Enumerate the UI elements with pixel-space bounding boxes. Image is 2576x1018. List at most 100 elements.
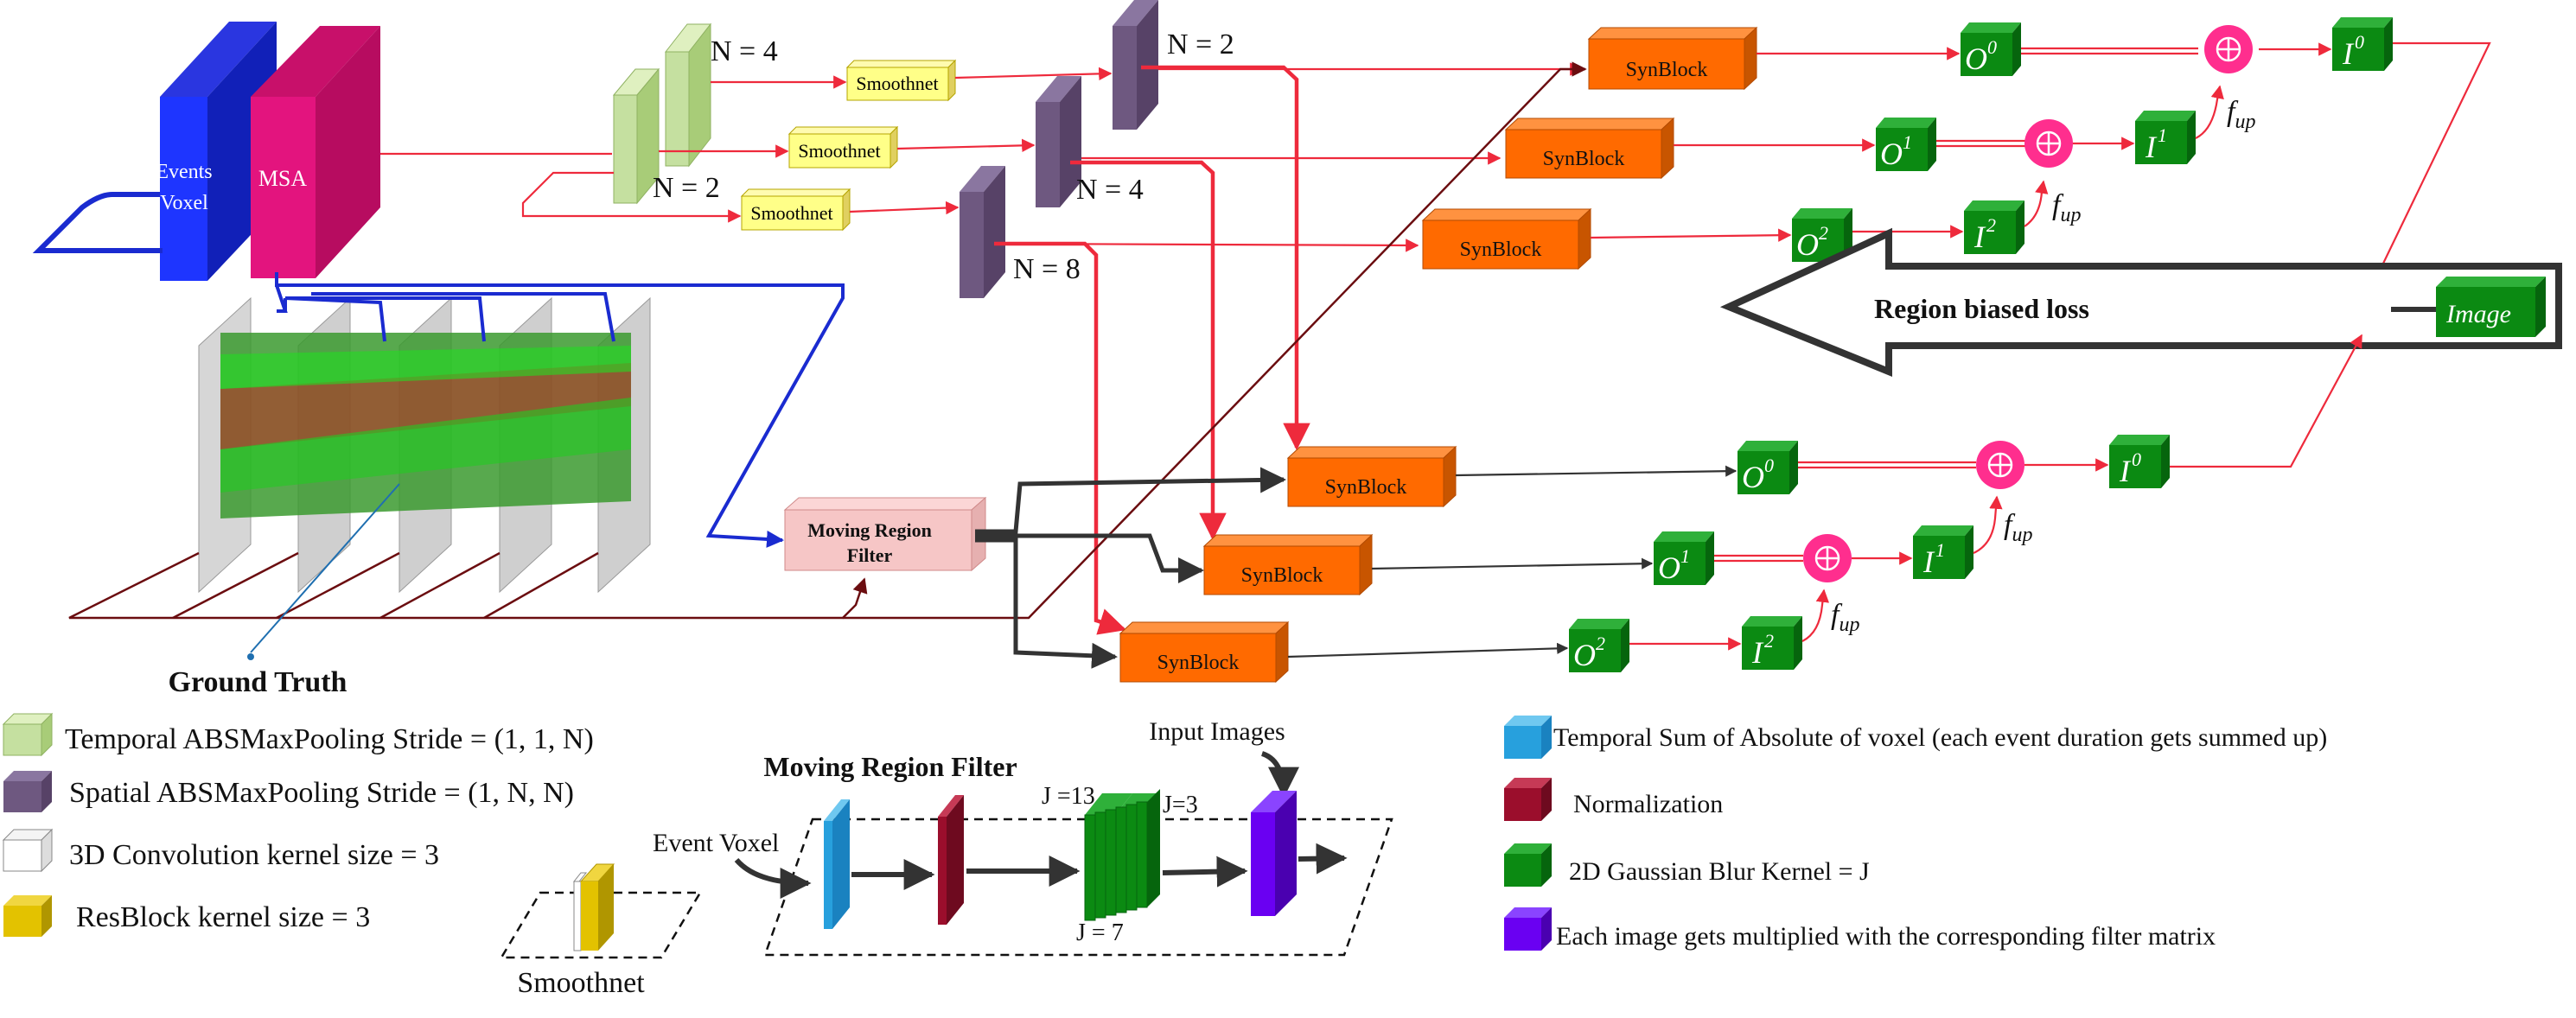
ground-truth-stack [198,296,651,594]
upper-output-connectors [1590,41,2491,296]
synblock-upper-1-label: SynBlock [1543,148,1625,170]
upper-i0: I 0 [2332,17,2393,71]
lower-o1-sup: 1 [1680,545,1690,567]
gt-blue-connectors [275,272,845,548]
ground-truth-label: Ground Truth [169,666,348,698]
smoothnet-2-label: Smoothnet [798,140,880,162]
svg-text:3D Convolution kernel size = 3: 3D Convolution kernel size = 3 [69,839,439,871]
mrf-outputs [975,467,1286,669]
spatial-pooling-n2 [1113,0,1158,130]
lower-i2: I 2 [1742,616,1802,670]
synblock-lower-1: SynBlock [1202,533,1374,596]
n2-spatial-label: N = 2 [1167,29,1234,60]
upper-o1: O 1 [1876,118,1936,171]
upper-o0: O 0 [1961,22,2021,76]
synblock-lower-2: SynBlock [1119,620,1290,684]
upper-o2: O 2 [1792,208,1852,262]
down-connectors [994,65,1310,635]
legend-right: Temporal Sum of Absolute of voxel (each … [1504,716,2327,951]
synblock-upper-1: SynBlock [1504,117,1675,180]
svg-text:I: I [1922,544,1935,579]
svg-text:I: I [2119,454,2132,488]
smoothnet-3: Smoothnet [740,188,851,232]
feedback-arrow [32,192,163,253]
msa-block: MSA [251,26,380,278]
n2-temporal-label: N = 2 [653,172,720,204]
region-loss-label: Region biased loss [1874,293,2089,324]
upper-i2: I 2 [1964,200,2024,254]
lower-o0: O 0 [1738,441,1798,494]
svg-text:Spatial ABSMaxPooling Stride =: Spatial ABSMaxPooling Stride = (1, N, N) [69,777,574,809]
mrf-j3: J=3 [1163,792,1198,818]
synblock-upper-2: SynBlock [1421,207,1592,270]
legend-right-item-1: Temporal Sum of Absolute of voxel (each … [1504,716,2327,759]
synblock-lower-2-label: SynBlock [1157,652,1240,674]
region-loss-arrow [1719,227,2562,377]
svg-text:I: I [2145,130,2158,164]
lower-o0-sup: 0 [1764,455,1774,476]
fup-lower-1: fup [2004,509,2032,546]
svg-text:O: O [1965,41,1987,76]
temporal-pooling-n4 [664,22,712,168]
mrf-j7: J = 7 [1076,919,1124,946]
events-voxel-label-1: Events [156,161,212,183]
lower-i0-sup: 0 [2132,449,2141,470]
lower-o1: O 1 [1654,531,1714,585]
legend-left-item-4: ResBlock kernel size = 3 [3,895,370,937]
svg-text:Temporal ABSMaxPooling Stride: Temporal ABSMaxPooling Stride = (1, 1, N… [65,723,594,755]
smoothnet-3-label: Smoothnet [750,202,832,224]
mrf-label-2: Filter [847,544,893,566]
fup-upper-2: fup [2052,189,2081,226]
lower-i2-sup: 2 [1764,630,1774,652]
legend-left: Temporal ABSMaxPooling Stride = (1, 1, N… [2,712,594,937]
svg-text:O: O [1796,227,1819,262]
mrf-detail-title: Moving Region Filter [763,751,1017,782]
svg-text:Normalization: Normalization [1573,790,1723,818]
mrf-detail: Moving Region Filter Input Images Event … [653,717,1393,957]
synblock-lower-1-label: SynBlock [1241,564,1323,587]
mrf-input-images-label: Input Images [1149,717,1285,746]
spatial-pooling-n8 [960,166,1005,298]
svg-text:O: O [1880,137,1903,171]
upper-o0-sup: 0 [1987,36,1997,58]
spatial-pooling-n4 [1036,76,1081,207]
smoothnet-1: Smoothnet [845,59,957,102]
svg-text:O: O [1742,460,1764,494]
msa-label: MSA [258,166,308,191]
legend-left-item-1: Temporal ABSMaxPooling Stride = (1, 1, N… [2,712,594,757]
events-voxel-label-2: Voxel [160,192,208,214]
mrf-event-voxel-label: Event Voxel [653,829,779,857]
upper-o1-sup: 1 [1903,131,1912,153]
svg-text:Each image gets multiplied wit: Each image gets multiplied with the corr… [1556,922,2216,951]
legend-right-item-2: Normalization [1504,778,1723,821]
synblock-upper-0-label: SynBlock [1626,59,1708,81]
lower-i0: I 0 [2109,435,2170,488]
smoothnet-2: Smoothnet [787,125,899,169]
smoothnet-legend-label: Smoothnet [517,967,645,999]
svg-text:I: I [1973,220,1986,254]
gt-dark-connectors [68,61,1587,620]
temporal-pooling-n2 [612,67,660,205]
legend-right-item-3: 2D Gaussian Blur Kernel = J [1504,843,1870,887]
mrf-j13: J =13 [1042,783,1095,810]
legend-right-item-4: Each image gets multiplied with the corr… [1504,907,2216,951]
lower-output-connectors [1287,334,2362,659]
svg-text:O: O [1658,550,1680,585]
lower-o2: O 2 [1569,619,1629,672]
lower-i1: I 1 [1913,525,1973,579]
smoothnet-1-label: Smoothnet [856,73,938,94]
legend-left-item-3: 3D Convolution kernel size = 3 [2,828,439,873]
image-block: Image [2436,277,2546,337]
n4-temporal-label: N = 4 [711,35,778,67]
smoothnet-legend: Smoothnet [499,863,703,999]
svg-text:Temporal Sum of Absolute of vo: Temporal Sum of Absolute of voxel (each … [1553,723,2327,752]
moving-region-filter-block: Moving Region Filter [783,496,987,572]
svg-text:I: I [1751,635,1764,670]
n4-spatial-label: N = 4 [1076,174,1144,206]
upper-i1: I 1 [2135,111,2196,164]
synblock-lower-0-label: SynBlock [1325,476,1407,499]
upper-i0-sup: 0 [2355,31,2364,53]
lower-o2-sup: 2 [1596,633,1605,654]
upper-i2-sup: 2 [1986,214,1996,236]
